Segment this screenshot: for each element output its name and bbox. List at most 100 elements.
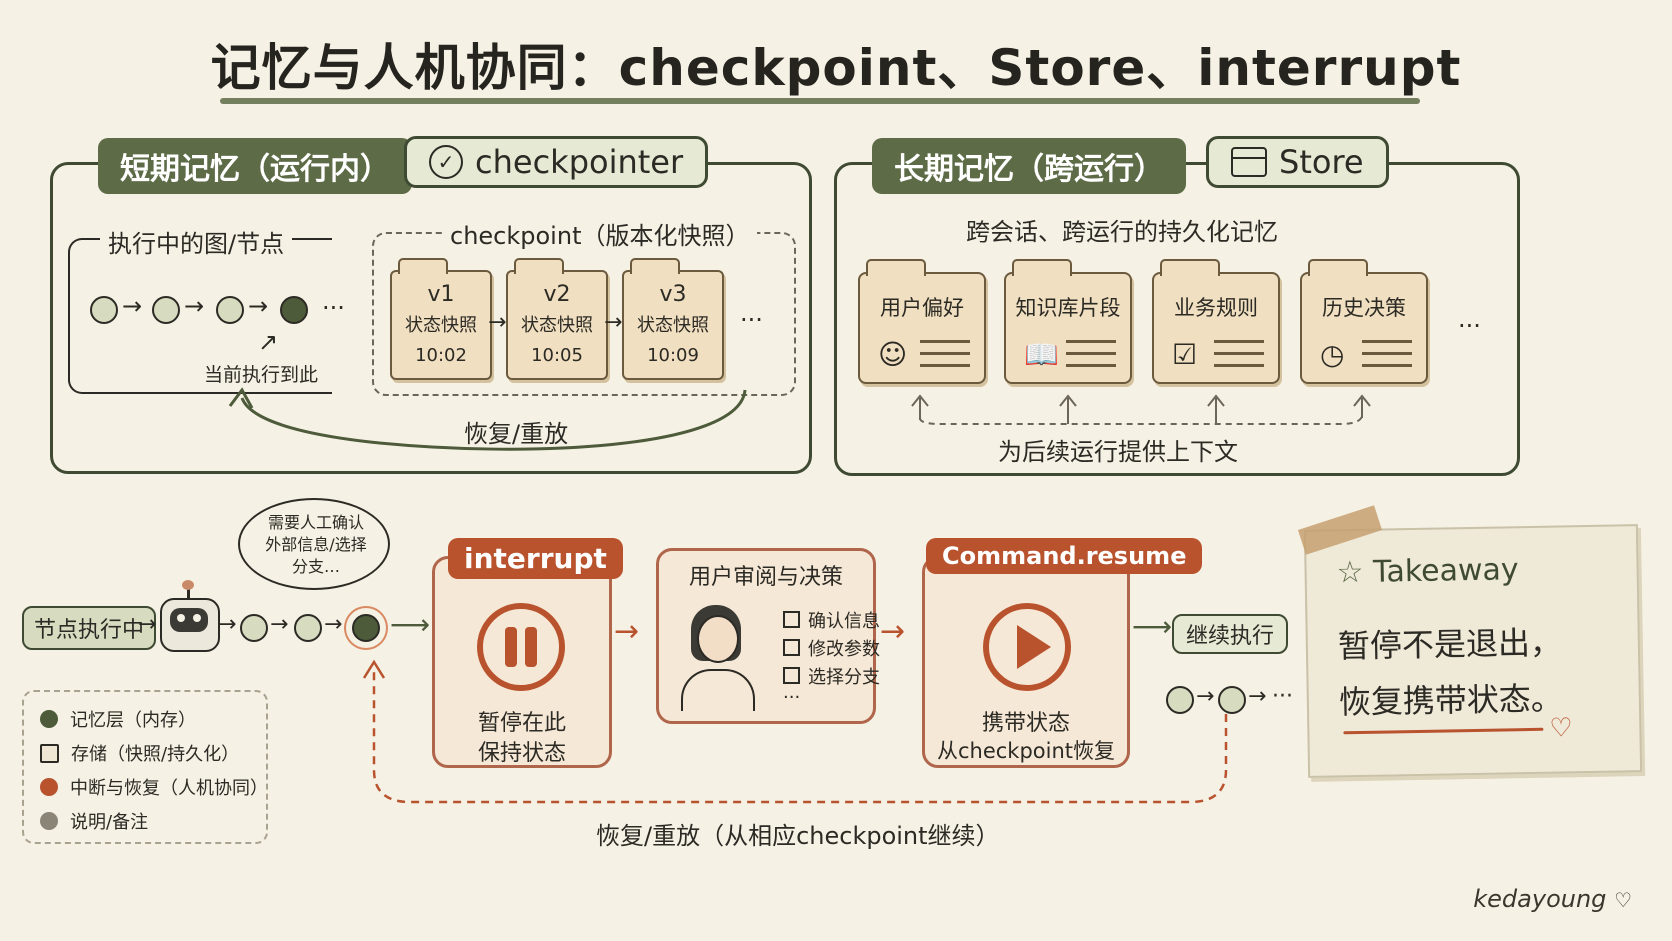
restore-label: 恢复/重放 <box>464 420 569 448</box>
legend-item: 记忆层（内存） <box>40 706 196 732</box>
arrow-icon: → <box>1196 684 1215 709</box>
folder-tab <box>1012 259 1072 276</box>
legend-label: 说明/备注 <box>70 812 149 833</box>
interrupt-caption-2: 保持状态 <box>477 741 566 766</box>
interrupt-box: 暂停在此 保持状态 <box>432 556 612 768</box>
flow-node <box>294 614 322 642</box>
checkpoint-label: checkpoint（版本化快照） <box>442 216 758 251</box>
arrow-icon: → <box>324 612 343 637</box>
interrupt-head: interrupt <box>448 538 623 579</box>
store-card-name: 业务规则 <box>1174 296 1258 320</box>
arrow-icon: ⟶ <box>390 608 431 641</box>
review-option: 选择分支 <box>783 663 880 689</box>
flow-more: ··· <box>1272 684 1293 709</box>
flow-node-interrupted <box>352 614 380 642</box>
context-label: 为后续运行提供上下文 <box>998 438 1238 466</box>
folder-tab <box>398 258 448 274</box>
text-line <box>1362 340 1412 343</box>
folder-tab <box>866 259 926 276</box>
snapshot-state: 状态快照 <box>637 315 709 336</box>
context-arrows <box>911 394 1371 425</box>
arrow-icon: → <box>1248 684 1267 709</box>
legend-label: 中断与恢复（人机协同） <box>70 778 268 799</box>
box-icon <box>1231 147 1267 177</box>
graph-node-current <box>280 296 308 324</box>
check-circle-icon: ✓ <box>429 145 463 179</box>
takeaway-header: ☆ Takeaway <box>1336 552 1519 590</box>
arrow-icon: ⟶ <box>1132 610 1173 643</box>
store-card: 业务规则 ☑ <box>1152 259 1280 384</box>
book-icon: 📖 <box>1024 338 1059 371</box>
resume-head: Command.resume <box>926 538 1203 574</box>
legend-label: 记忆层（内存） <box>70 710 196 731</box>
snapshot-version: v1 <box>427 282 455 307</box>
folder-tab <box>1160 259 1220 276</box>
arrow-icon: → <box>122 292 143 320</box>
resume-box: 携带状态 从checkpoint恢复 <box>922 556 1130 768</box>
folder-tab <box>1308 259 1368 276</box>
store-card: 知识库片段 📖 <box>1004 259 1132 384</box>
continue-label: 继续执行 <box>1186 624 1275 649</box>
restore-loop-arrow <box>362 659 1228 804</box>
review-box: 用户审阅与决策 确认信息 修改参数 选择分支 ··· <box>656 548 880 724</box>
snapshot-card: v2 状态快照 10:05 <box>506 258 608 380</box>
play-icon <box>983 603 1071 691</box>
store-card: 用户偏好 ☺ <box>858 259 986 384</box>
arrow-icon: → <box>488 310 507 335</box>
signature: kedayoung ♡ <box>1473 885 1632 913</box>
takeaway-title: Takeaway <box>1372 552 1519 590</box>
store-subtitle: 跨会话、跨运行的持久化记忆 <box>966 218 1278 246</box>
clock-icon: ◷ <box>1320 338 1345 371</box>
legend-item: 存储（快照/持久化） <box>40 740 239 766</box>
folder-tab <box>514 258 564 274</box>
takeaway-note: ☆ Takeaway 暂停不是退出， 恢复携带状态。 ♡ <box>1303 524 1643 778</box>
legend-swatch <box>40 710 58 728</box>
checklist-icon: ☑ <box>1172 338 1198 371</box>
arrow-icon: → <box>218 612 237 637</box>
text-line <box>1066 340 1116 343</box>
star-icon: ☆ <box>1336 554 1364 591</box>
store-card-name: 用户偏好 <box>880 296 964 320</box>
restore-loop-label: 恢复/重放（从相应checkpoint继续） <box>596 822 1000 850</box>
snapshot-state: 状态快照 <box>405 315 477 336</box>
graph-node <box>152 296 180 324</box>
takeaway-line-1: 暂停不是退出， <box>1337 623 1563 666</box>
flow-node <box>1166 686 1194 714</box>
arrow-icon: → <box>248 292 269 320</box>
text-line <box>1214 364 1264 367</box>
folder-tab <box>630 258 680 274</box>
interrupt-caption-1: 暂停在此 <box>477 711 566 736</box>
store-more: ··· <box>1458 312 1481 340</box>
legend-label: 存储（快照/持久化） <box>71 744 240 765</box>
snapshot-card: v3 状态快照 10:09 <box>622 258 724 380</box>
snapshot-version: v3 <box>659 282 687 307</box>
arrow-icon: → <box>138 612 157 637</box>
page-title: 记忆与人机协同：checkpoint、Store、interrupt <box>210 39 1462 97</box>
text-line <box>1214 352 1264 355</box>
text-line <box>1362 364 1412 367</box>
takeaway-line-2: 恢复携带状态。 <box>1338 679 1564 722</box>
node-running-label: 节点执行中 <box>34 618 145 643</box>
flow-node <box>240 614 268 642</box>
resume-caption-1: 携带状态 <box>981 711 1070 736</box>
speech-bubble: 需要人工确认外部信息/选择分支… <box>238 498 390 590</box>
text-line <box>1214 340 1264 343</box>
node-running-tag: 节点执行中 <box>22 606 157 650</box>
store-tag: Store <box>1206 136 1389 188</box>
text-line <box>1066 352 1116 355</box>
store-label: Store <box>1279 143 1364 181</box>
snapshot-time: 10:09 <box>647 345 699 366</box>
snapshot-time: 10:02 <box>415 345 467 366</box>
graph-more: ··· <box>322 294 345 322</box>
graph-label: 执行中的图/节点 <box>100 224 293 259</box>
legend-item: 中断与恢复（人机协同） <box>40 774 268 800</box>
checkpointer-label: checkpointer <box>475 143 684 181</box>
robot-icon <box>160 580 220 652</box>
snapshot-state: 状态快照 <box>521 315 593 336</box>
person-icon <box>677 605 757 711</box>
heart-icon: ♡ <box>1549 713 1573 744</box>
review-option: 修改参数 <box>783 635 880 661</box>
graph-node <box>216 296 244 324</box>
graph-node <box>90 296 118 324</box>
resume-caption-2: 从checkpoint恢复 <box>936 739 1116 763</box>
